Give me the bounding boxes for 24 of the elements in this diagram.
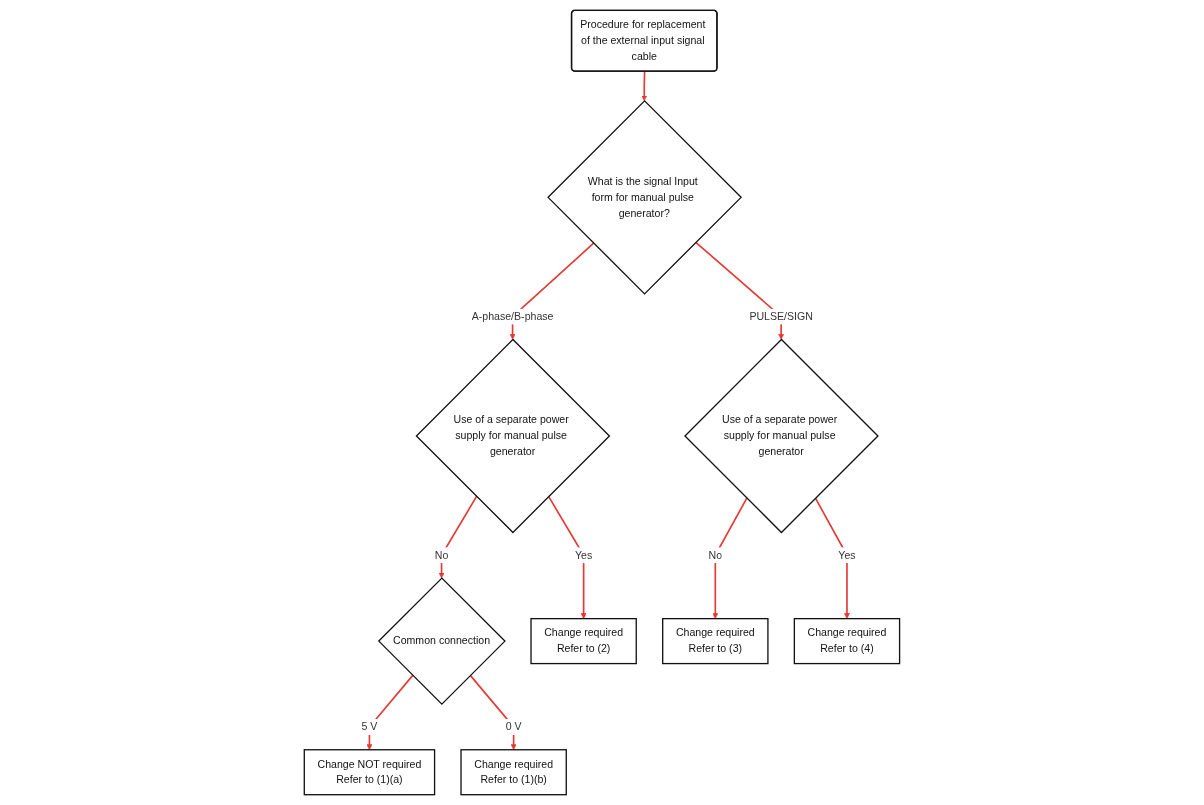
edge-label: Yes (575, 549, 593, 561)
node-box: Change NOT required Refer to (1)(a) (303, 749, 436, 796)
node-diamond: Use of a separate power supply for manual pulse generator (684, 338, 879, 534)
node-diamond: What is the signal Input form for manual pulse generator? (547, 99, 743, 295)
edge-label: No (434, 549, 449, 561)
node-box: Change required Refer to (3) (662, 618, 769, 665)
edge-label: PULSE/SIGN (749, 310, 813, 322)
arrow (438, 495, 478, 579)
edge-label: 0 V (505, 721, 522, 733)
arrow (547, 495, 587, 619)
edge-label: Yes (838, 549, 856, 561)
node-diamond: Common connection (377, 577, 506, 706)
node-diamond: Use of a separate power supply for manual pulse generator (415, 338, 611, 534)
edge-label: No (708, 549, 723, 561)
node-box: Change required Refer to (2) (530, 618, 637, 665)
arrow (712, 497, 748, 619)
arrow (814, 497, 850, 619)
arrow (366, 674, 414, 751)
arrow (641, 70, 648, 102)
node-box: Change required Refer to (4) (793, 618, 901, 665)
edge-label: A-phase/B-phase (471, 310, 554, 322)
edge-label: 5 V (361, 721, 378, 733)
node-box: Change required Refer to (1)(b) (460, 749, 567, 796)
arrow (469, 674, 517, 751)
